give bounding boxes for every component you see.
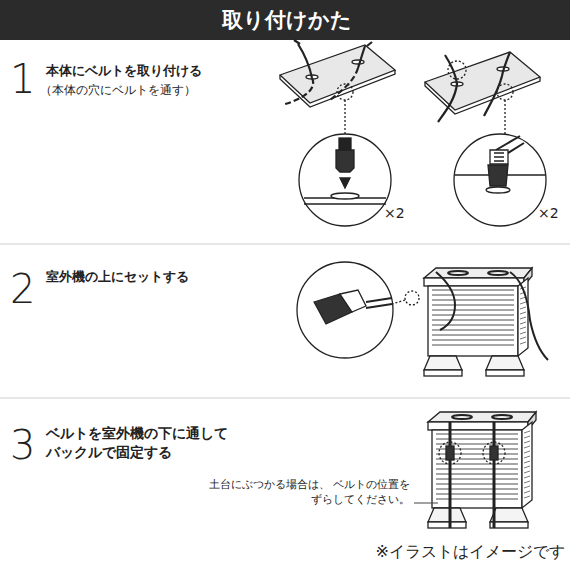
step-text: 室外機の上にセットする [46, 268, 276, 286]
board [280, 45, 395, 107]
title: 取り付けかた [2, 6, 570, 34]
step-number: 1 [10, 52, 35, 106]
step-number: 2 [10, 262, 35, 316]
step-text: ベルトを室外機の下に通して バックルで固定する [46, 424, 246, 462]
count-label: ×2 [538, 204, 559, 223]
outdoor-unit [424, 268, 532, 376]
board [425, 52, 540, 114]
step-subtext: （本体の穴にベルトを通す） [40, 82, 280, 98]
count-label: ×2 [384, 204, 405, 223]
step-text: 本体にベルトを取り付ける [46, 62, 276, 80]
step-number: 3 [10, 418, 35, 472]
caption: ※イラストはイメージです [330, 541, 565, 563]
outdoor-unit [428, 412, 536, 528]
note: 土台にぶつかる場合は、 ベルトの位置をずらしてください。 [208, 478, 410, 508]
